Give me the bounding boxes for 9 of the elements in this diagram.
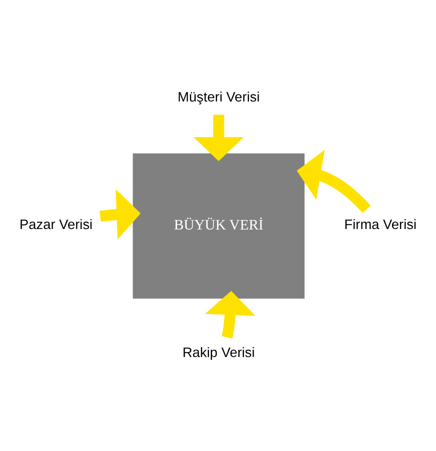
arrow	[205, 290, 256, 338]
arrow	[99, 188, 141, 239]
node-text: Rakip Verisi	[182, 344, 255, 360]
node-text: Müşteri Verisi	[178, 88, 260, 104]
node-box: BÜYÜK VERİ	[132, 152, 305, 298]
arrow	[296, 149, 371, 212]
node-text: Pazar Verisi	[20, 216, 93, 232]
node-text: Firma Verisi	[344, 216, 417, 232]
arrow	[193, 114, 244, 161]
